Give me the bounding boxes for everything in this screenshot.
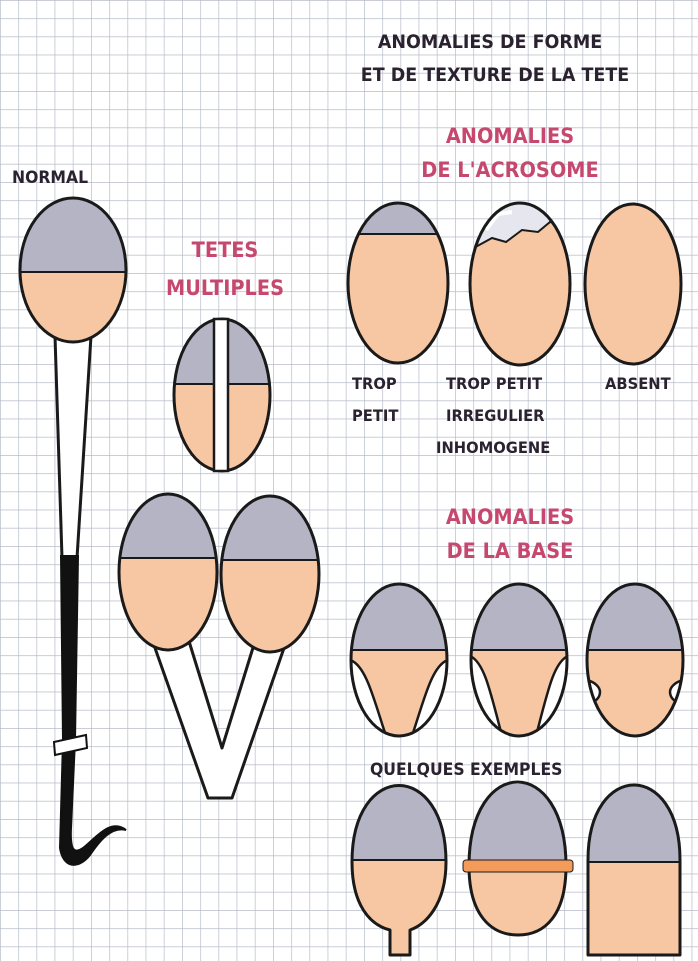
acrosome-too-small-head (348, 202, 448, 364)
base-heading-line-2: DE LA BASE (418, 541, 602, 562)
label-irregulier: IRREGULIER (446, 408, 544, 424)
example-band (463, 860, 573, 872)
base-heading-line-1: ANOMALIES (418, 507, 602, 528)
base-anomaly-head-3 (586, 584, 684, 737)
acrosome-heading-line-2: DE L'ACROSOME (390, 160, 629, 181)
acrosome-absent-head (585, 204, 681, 364)
normal-label: NORMAL (12, 170, 88, 187)
label-petit: PETIT (352, 408, 398, 424)
acrosome-irregular-head (470, 202, 570, 366)
example-head-square-base (586, 784, 682, 959)
examples-heading: QUELQUES EXEMPLES (370, 762, 562, 779)
acrosome-heading-line-1: ANOMALIES (418, 126, 602, 147)
base-anomaly-head-1 (350, 584, 448, 737)
label-absent: ABSENT (605, 376, 671, 392)
multiple-heads-heading-line-2: MULTIPLES (147, 278, 303, 299)
label-inhomogene: INHOMOGENE (436, 440, 550, 456)
label-trop: TROP (352, 376, 397, 392)
base-anomaly-head-2 (470, 584, 568, 737)
label-trop-petit: TROP PETIT (446, 376, 542, 392)
title-line-1: ANOMALIES DE FORME (334, 33, 647, 52)
double-head-single-tail (174, 318, 270, 472)
multiple-heads-heading-line-1: TETES (156, 240, 294, 261)
title-line-2: ET DE TEXTURE DE LA TETE (306, 66, 683, 85)
